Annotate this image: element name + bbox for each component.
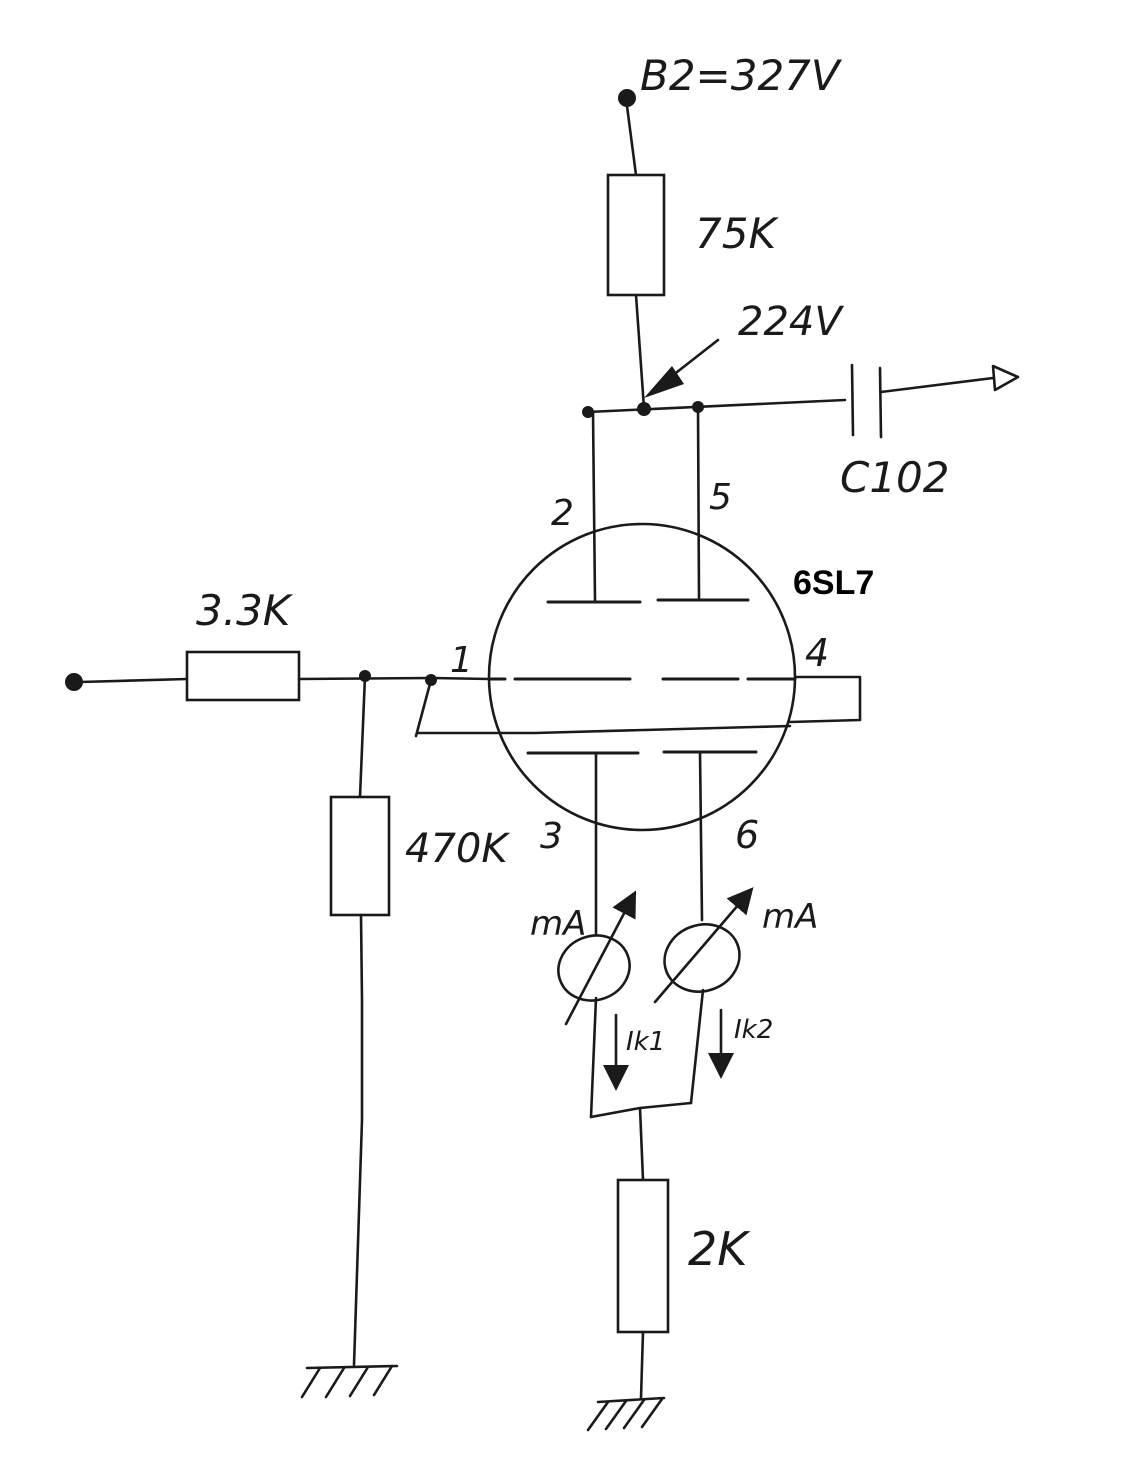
- wire-2k-to-ground: [639, 1330, 645, 1400]
- wire-supply-to-75k: [625, 104, 638, 177]
- plate-voltage-label: 224V: [738, 299, 844, 345]
- capacitor-plate-left: [850, 363, 855, 437]
- ammeter-left-arrow-icon: [564, 890, 637, 1026]
- pin-1-label: 1: [450, 640, 473, 681]
- plate-lead-left: [591, 410, 597, 602]
- plate-bus-node-left: [582, 406, 594, 418]
- ammeter-right: [663, 923, 741, 993]
- wire-470k-to-ground: [352, 913, 364, 1367]
- wire-grid-jumper: [414, 678, 433, 738]
- tube-envelope: [487, 522, 797, 832]
- ground-symbol-left: [300, 1364, 399, 1399]
- capacitor-label: C102: [840, 453, 950, 502]
- plate-bus-node-center: [637, 402, 651, 416]
- ground-symbol-right: [586, 1396, 666, 1432]
- wire-capacitor-to-output: [879, 376, 995, 394]
- wire-meter-right-down: [689, 988, 705, 1105]
- wire-cathode-bus-to-2k: [638, 1106, 645, 1182]
- grid-tie-wire: [788, 675, 862, 724]
- pin-6-label: 6: [735, 813, 759, 857]
- wire-grid-node-to-470k: [358, 674, 367, 799]
- pin-4-label: 4: [805, 631, 829, 675]
- cathode-lead-right: [698, 750, 704, 922]
- plate-bus: [586, 398, 847, 414]
- resistor-3k3: [185, 650, 301, 702]
- resistor-2k: [616, 1178, 670, 1334]
- ammeter-left-label: mA: [530, 904, 586, 944]
- output-arrow-icon: [991, 364, 1020, 392]
- wire-grid-pin-to-tube: [430, 676, 492, 681]
- plate-lead-right: [696, 405, 701, 600]
- resistor-3k3-label: 3.3K: [196, 586, 294, 635]
- supply-label: B2=327V: [640, 51, 843, 100]
- capacitor-plate-right: [878, 366, 883, 439]
- pin-5-label: 5: [709, 477, 732, 518]
- resistor-75k: [606, 173, 666, 297]
- ammeter-right-label: mA: [762, 897, 818, 937]
- ground-right-hatch: [586, 1400, 610, 1432]
- plate-voltage-pointer-line: [670, 338, 720, 378]
- plate-voltage-pointer-arrow: [644, 366, 684, 398]
- tube-heater-line: [416, 724, 792, 735]
- pin-2-label: 2: [551, 493, 574, 534]
- resistor-470k: [329, 795, 391, 917]
- resistor-2k-label: 2K: [688, 1222, 751, 1276]
- current-label-1: Ik1: [626, 1027, 665, 1057]
- wire-meter-left-down: [589, 996, 598, 1119]
- ammeter-right-arrow-icon: [653, 887, 754, 1004]
- wire-input-to-3k3: [78, 677, 189, 684]
- wire-75k-to-plate-node: [634, 293, 646, 410]
- supply-node: [618, 89, 636, 107]
- current-label-2: Ik2: [734, 1015, 773, 1045]
- pin-3-label: 3: [540, 816, 563, 857]
- input-node: [65, 673, 83, 691]
- tube-type-label: 6SL7: [793, 564, 874, 602]
- resistor-470k-label: 470K: [405, 826, 510, 872]
- resistor-75k-label: 75K: [695, 209, 779, 258]
